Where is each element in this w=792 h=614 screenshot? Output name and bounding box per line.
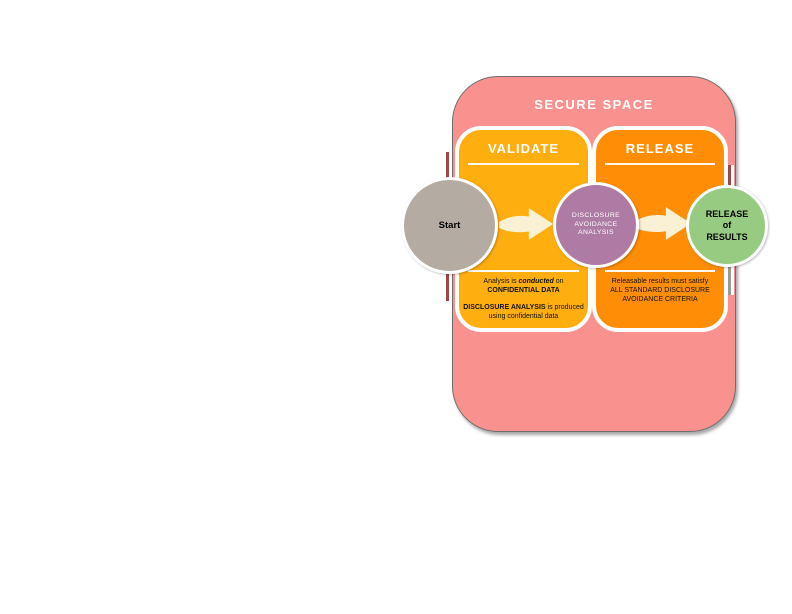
release-of-results-node: RELEASE of RESULTS	[686, 185, 768, 267]
connector-line	[446, 152, 449, 179]
release-note-line: ALL STANDARD DISCLOSURE	[610, 287, 710, 294]
release-node-top-connector	[725, 165, 734, 190]
arrow-daa-to-release-icon	[634, 202, 692, 245]
arrow-start-to-daa-icon	[498, 203, 554, 245]
validate-note-disclosure-analysis: DISCLOSURE ANALYSIS	[463, 304, 546, 311]
validate-footer-rule	[468, 270, 579, 272]
release-footer-rule	[605, 270, 715, 272]
validate-note-confidential-data: CONFIDENTIAL DATA	[487, 287, 560, 294]
release-note-paragraph: Releasable results must satisfy ALL STAN…	[599, 277, 721, 304]
start-node-bottom-connector	[443, 271, 452, 301]
validate-note: Analysis is conducted on CONFIDENTIAL DA…	[462, 277, 585, 329]
release-note: Releasable results must satisfy ALL STAN…	[599, 277, 721, 312]
validate-note-text: is produced	[545, 304, 584, 311]
start-node-top-connector	[443, 152, 452, 179]
connector-line	[446, 271, 449, 301]
release-note-line: AVOIDANCE CRITERIA	[622, 296, 698, 303]
validate-note-text: using confidential data	[488, 313, 559, 320]
release-node-bottom-connector	[725, 263, 734, 295]
release-header-rule	[605, 163, 715, 165]
connector-line	[728, 165, 731, 190]
validate-header-rule	[468, 163, 579, 165]
validate-note-paragraph-1: Analysis is conducted on CONFIDENTIAL DA…	[462, 277, 585, 295]
release-phase-label: RELEASE	[625, 141, 695, 156]
validate-phase-label: VALIDATE	[487, 141, 560, 156]
disclosure-avoidance-analysis-node: DISCLOSURE AVOIDANCE ANALYSIS	[553, 182, 639, 268]
validate-note-text: Analysis is	[483, 278, 519, 285]
validate-note-paragraph-2: DISCLOSURE ANALYSIS is produced using co…	[462, 303, 585, 321]
release-note-line: Releasable results must satisfy	[611, 278, 709, 285]
connector-line	[728, 263, 731, 295]
start-node: Start	[401, 177, 498, 274]
secure-space-title: SECURE SPACE	[534, 97, 654, 112]
validate-note-text: on	[553, 278, 564, 285]
validate-note-emphasis: conducted	[518, 278, 554, 285]
